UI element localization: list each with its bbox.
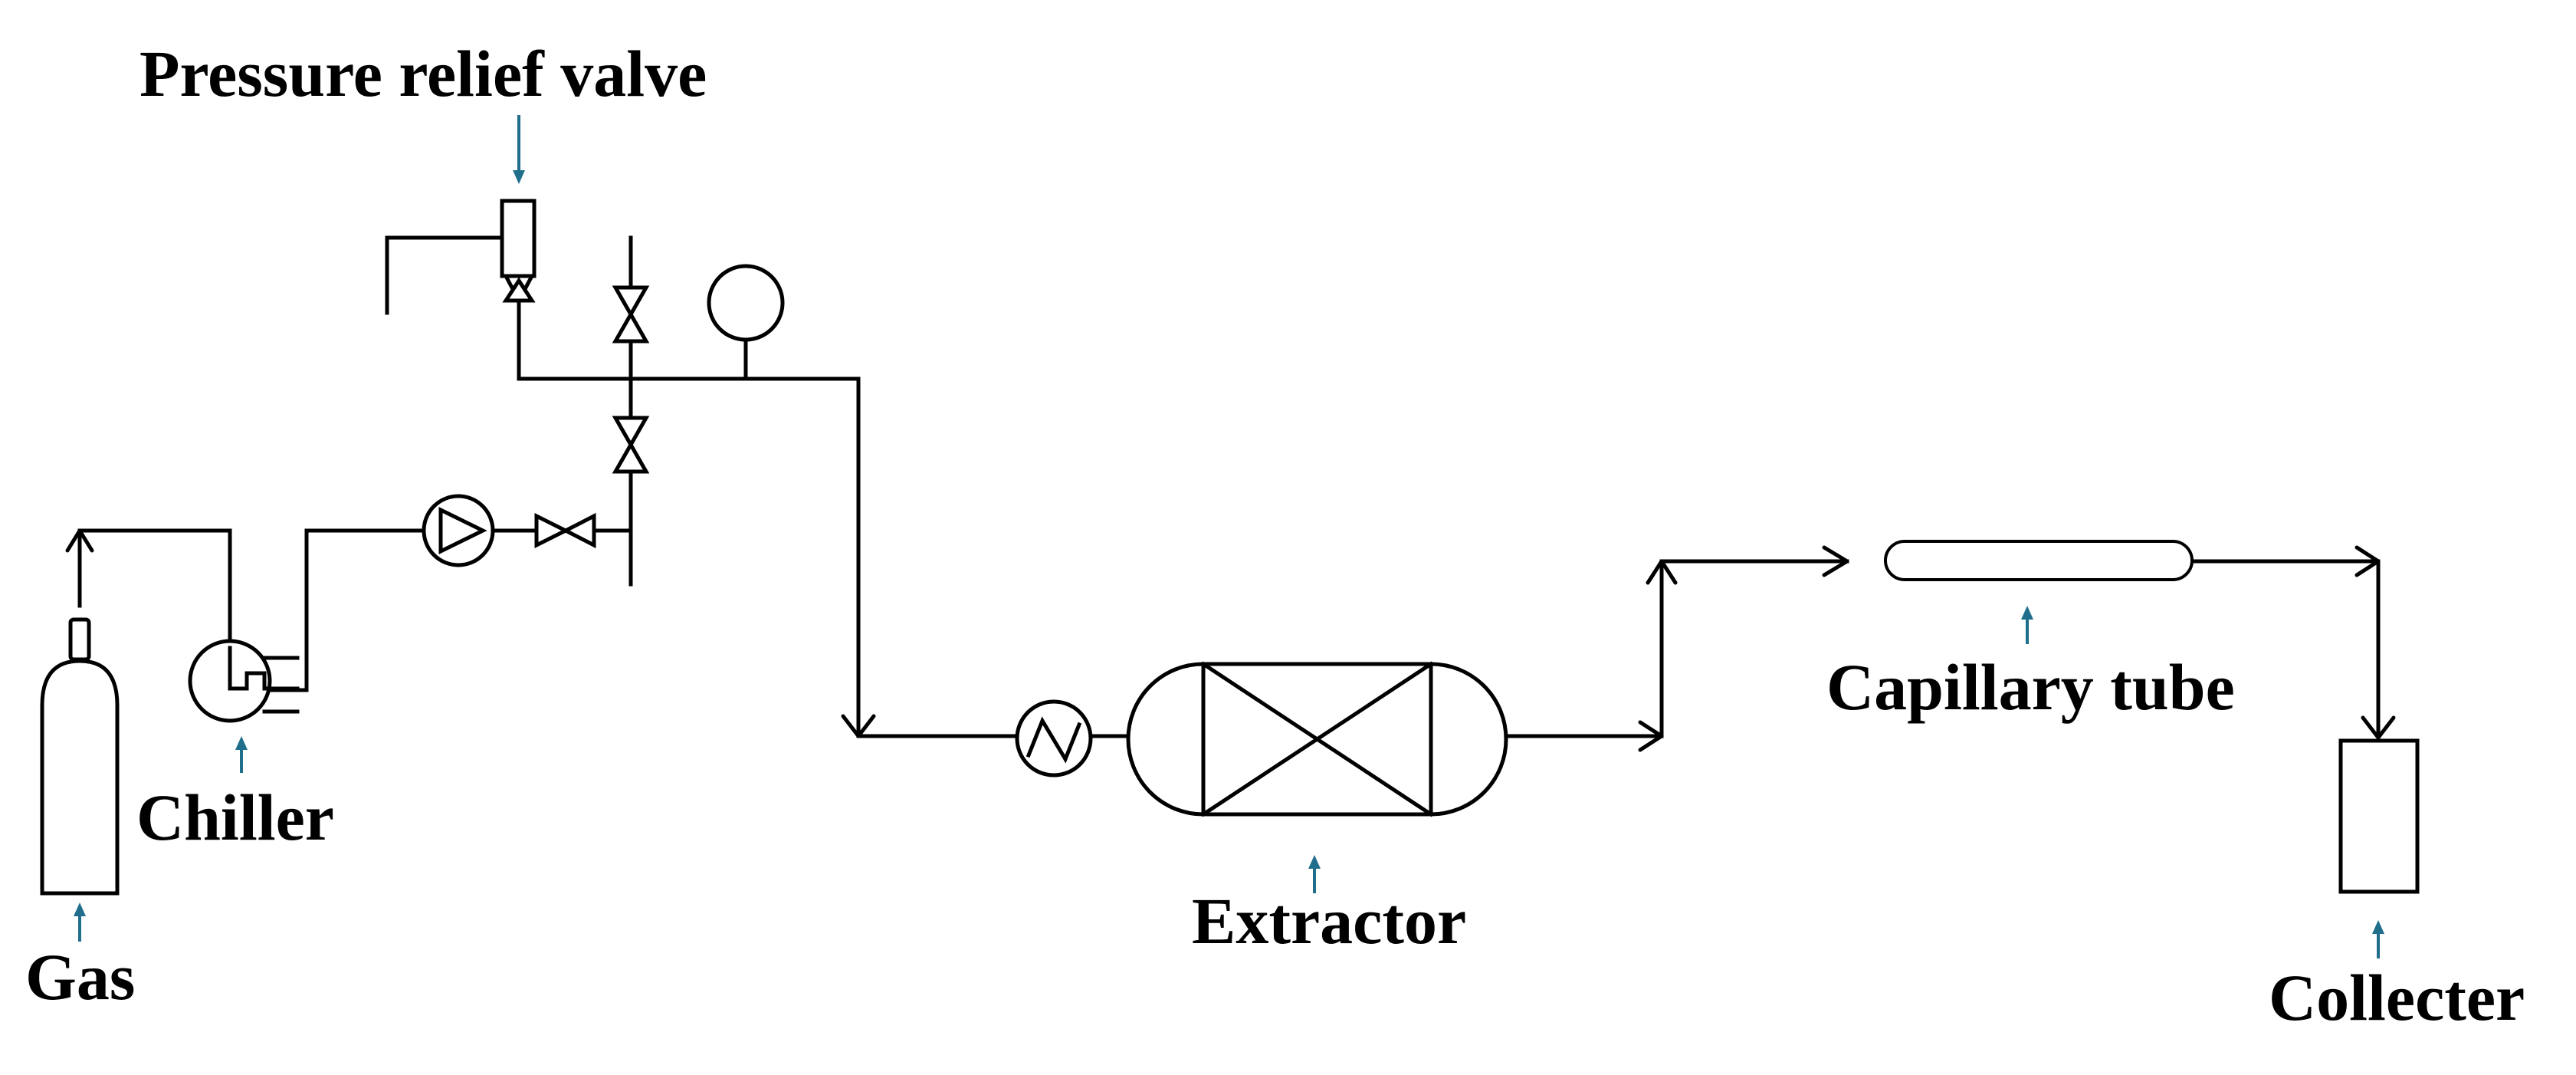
header-pipe	[517, 283, 1022, 738]
pump	[422, 494, 495, 567]
label-gas: Gas	[25, 940, 135, 1014]
arrowhead-up-riser	[1646, 559, 1678, 585]
label-pressure-relief-valve: Pressure relief valve	[139, 37, 707, 110]
label-collecter: Collecter	[2269, 961, 2525, 1034]
extractor	[1126, 661, 1508, 817]
extractor-cross-b	[1200, 661, 1434, 817]
pointer-tip-pressure-relief-valve	[513, 170, 525, 184]
labels: Pressure relief valve Chiller Gas Extrac…	[25, 37, 2525, 1034]
arrowhead-down-header	[841, 714, 876, 738]
riser-valve-lower-bottom	[612, 440, 650, 474]
riser-valve-lower	[612, 416, 650, 474]
heater	[1015, 699, 1093, 777]
pointer-tip-extractor	[1308, 855, 1321, 869]
label-chiller: Chiller	[136, 781, 334, 854]
arrowhead-right-capillary-in	[1822, 545, 1849, 577]
chiller-to-pump-pipe	[260, 528, 428, 692]
arrowhead-right-capillary-out	[2354, 545, 2381, 577]
pressure-gauge	[707, 264, 785, 342]
gas-to-chiller-pipe	[77, 528, 232, 677]
pointer-tip-chiller	[235, 736, 248, 750]
riser-valve-upper	[612, 285, 650, 344]
pressure-relief-valve	[500, 199, 537, 305]
feed-valve-right	[561, 512, 596, 549]
pointer-tip-collecter	[2372, 920, 2384, 934]
label-pointers	[74, 115, 2384, 958]
heater-wave	[1025, 716, 1082, 764]
riser-valve-upper-bottom	[612, 310, 650, 344]
collecter	[2338, 738, 2420, 894]
cylinder-valve	[68, 617, 91, 662]
extractor-outlet-pipe	[1504, 559, 1849, 738]
flow-arrows	[65, 528, 2396, 752]
chiller	[188, 639, 300, 723]
label-capillary-tube: Capillary tube	[1826, 650, 2235, 724]
label-extractor: Extractor	[1192, 884, 1466, 958]
pointer-tip-gas	[74, 902, 86, 916]
gas-cylinder	[40, 617, 120, 896]
pointer-tip-capillary-tube	[2021, 606, 2033, 620]
capillary-tube	[1884, 540, 2194, 581]
pump-triangle	[438, 506, 487, 555]
riser-valve-lower-top	[612, 416, 650, 449]
relief-vent-pipe	[385, 235, 504, 315]
chiller-coil	[228, 646, 300, 691]
relief-valve-base	[502, 277, 536, 303]
cylinder-body	[40, 659, 120, 896]
relief-valve-body	[500, 199, 537, 278]
arrowhead-right-extractor-out	[1638, 720, 1664, 752]
feed-valve-left	[534, 512, 570, 549]
arrowhead-up-gas	[65, 528, 94, 553]
riser-valve-upper-top	[612, 285, 650, 319]
arrowhead-down-collecter	[2361, 715, 2396, 740]
feed-valve	[534, 512, 596, 549]
